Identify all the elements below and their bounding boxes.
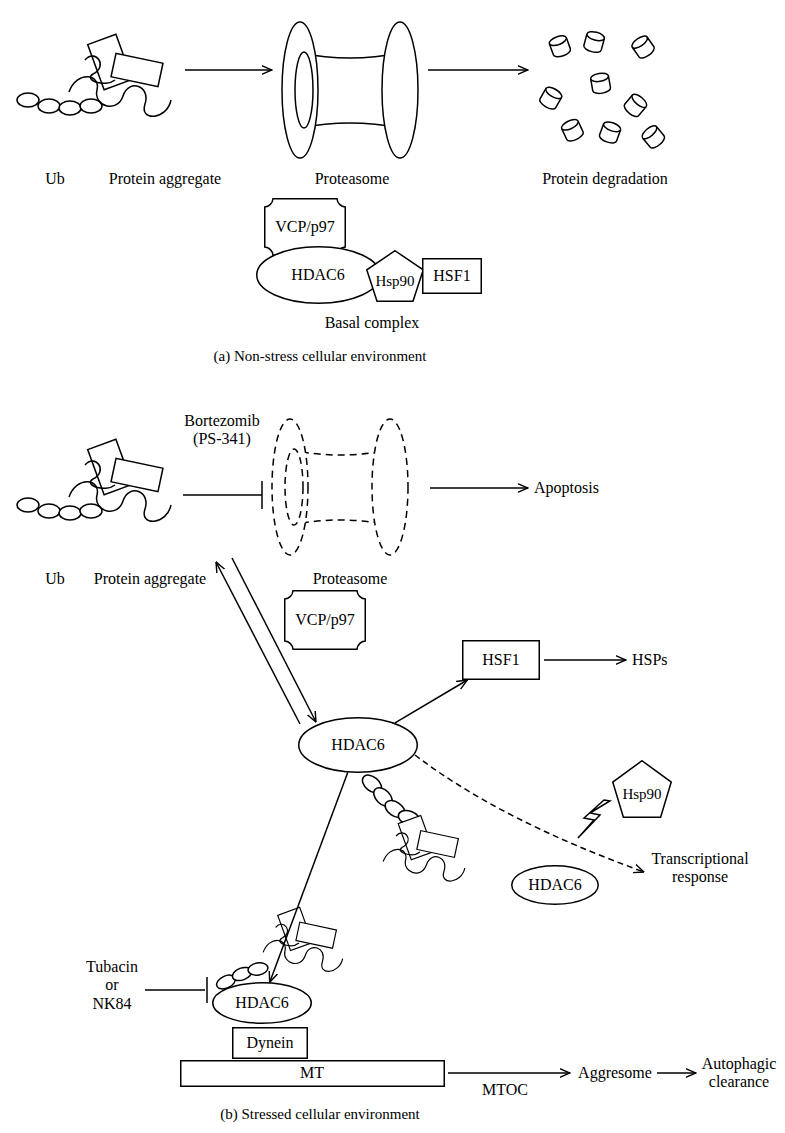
flow-arrow <box>448 1072 570 1074</box>
degradation-label: Protein degradation <box>542 170 668 188</box>
flow-arrow <box>395 680 467 723</box>
product-label: HSPs <box>632 651 668 669</box>
node-text: Hsp90 <box>622 786 661 803</box>
microtubule-bar: MT <box>180 1060 445 1087</box>
node-text: HDAC6 <box>528 876 581 894</box>
protein-ellipse: HDAC6 <box>212 982 312 1024</box>
flow-arrow <box>270 773 348 983</box>
aggregate-label: Protein aggregate <box>109 170 221 188</box>
panel-caption: (b) Stressed cellular environment <box>220 1106 420 1123</box>
flow-arrow <box>430 487 528 489</box>
proteasome-label: Proteasome <box>315 170 390 188</box>
protein-pentagon: Hsp90 <box>366 250 424 302</box>
organelle-label: MTOC <box>482 1081 528 1099</box>
peptide-piece <box>538 85 564 111</box>
factor-box-outline <box>423 259 482 294</box>
node-text: Hsp90 <box>375 273 414 290</box>
protein-ellipse: HDAC6 <box>298 717 418 773</box>
degraded-peptides <box>538 30 667 150</box>
drug-label: Bortezomib (PS-341) <box>175 412 270 449</box>
protein-ellipse-outline <box>256 247 380 304</box>
peptide-piece <box>583 30 606 54</box>
outcome-label: Autophagic clearance <box>702 1055 777 1092</box>
response-label: Transcriptional response <box>651 850 748 887</box>
protein-pentagon: Hsp90 <box>612 760 672 818</box>
ubiquitin-oval <box>17 93 39 107</box>
outcome-label: Apoptosis <box>534 479 599 497</box>
connector-group <box>270 680 468 982</box>
node-text: VCP/p97 <box>295 611 355 629</box>
motor-box-outline <box>233 1028 308 1059</box>
dashed-arrow <box>415 755 644 872</box>
inhibition-line <box>145 989 205 991</box>
node-text: MT <box>300 1064 324 1082</box>
complex-label: Basal complex <box>325 314 420 332</box>
structure-label: Aggresome <box>578 1064 652 1082</box>
node-text: Dynein <box>246 1034 293 1052</box>
inhibition-bar <box>206 977 208 1003</box>
protein-aggregate <box>383 815 465 881</box>
flow-arrow <box>657 1072 696 1074</box>
panel-caption: (a) Non-stress cellular environment <box>214 348 427 365</box>
ubiquitin-oval <box>17 498 39 512</box>
flow-arrow <box>544 659 626 661</box>
peptide-piece <box>622 92 649 119</box>
protein-pentagon-outline <box>613 761 672 818</box>
ubiquitin-oval <box>59 506 81 520</box>
flow-arrow <box>428 69 528 71</box>
ubiquitin-oval <box>59 101 81 115</box>
ubiquitin-oval <box>38 99 60 113</box>
factor-box-outline <box>463 641 540 680</box>
ubiquitin-chain <box>17 498 102 520</box>
ubiquitin-oval <box>38 504 60 518</box>
peptide-piece <box>560 117 585 143</box>
proteasome-label: Proteasome <box>313 570 388 588</box>
drug-label: Tubacin or NK84 <box>86 958 138 1013</box>
node-text: VCP/p97 <box>275 218 335 236</box>
ubiquitin-label: Ub <box>45 170 65 188</box>
factor-box: HSF1 <box>422 258 482 294</box>
protein-ellipse-outline <box>213 983 312 1024</box>
microtubule-bar-outline <box>180 1060 444 1086</box>
flow-arrow <box>185 69 272 71</box>
protein-pentagon-outline <box>367 251 424 302</box>
ubiquitin-chain <box>17 93 102 115</box>
peptide-piece <box>630 34 656 61</box>
ubiquitin-label: Ub <box>45 570 65 588</box>
node-text: HSF1 <box>433 267 470 285</box>
inhibited-proteasome <box>272 419 408 555</box>
node-text: HSF1 <box>482 651 519 669</box>
motor-box: Dynein <box>232 1027 308 1059</box>
node-text: HDAC6 <box>235 994 288 1012</box>
protein-aggregate <box>69 439 171 521</box>
aggregate-label: Protein aggregate <box>94 570 206 588</box>
node-text: HDAC6 <box>291 266 344 284</box>
protein-ellipse-outline <box>299 718 418 773</box>
protein-box: VCP/p97 <box>284 590 366 650</box>
peptide-piece <box>590 72 611 95</box>
protein-ellipse: HDAC6 <box>256 246 381 304</box>
protein-box-outline <box>285 591 366 650</box>
peptide-piece <box>598 120 622 145</box>
ubiquitin-oval <box>247 961 269 976</box>
peptide-piece <box>640 123 667 150</box>
lightning-bolt <box>578 800 610 838</box>
inhibition-line <box>183 494 262 496</box>
proteasome <box>282 22 418 158</box>
node-text: HDAC6 <box>331 736 384 754</box>
protein-aggregate <box>69 34 171 116</box>
flow-arrow <box>216 562 300 724</box>
peptide-piece <box>548 34 572 59</box>
inhibition-bar <box>261 481 263 509</box>
factor-box: HSF1 <box>462 640 540 680</box>
protein-ellipse-outline <box>512 866 599 905</box>
protein-ellipse: HDAC6 <box>511 865 599 905</box>
protein-aggregate <box>263 907 343 971</box>
